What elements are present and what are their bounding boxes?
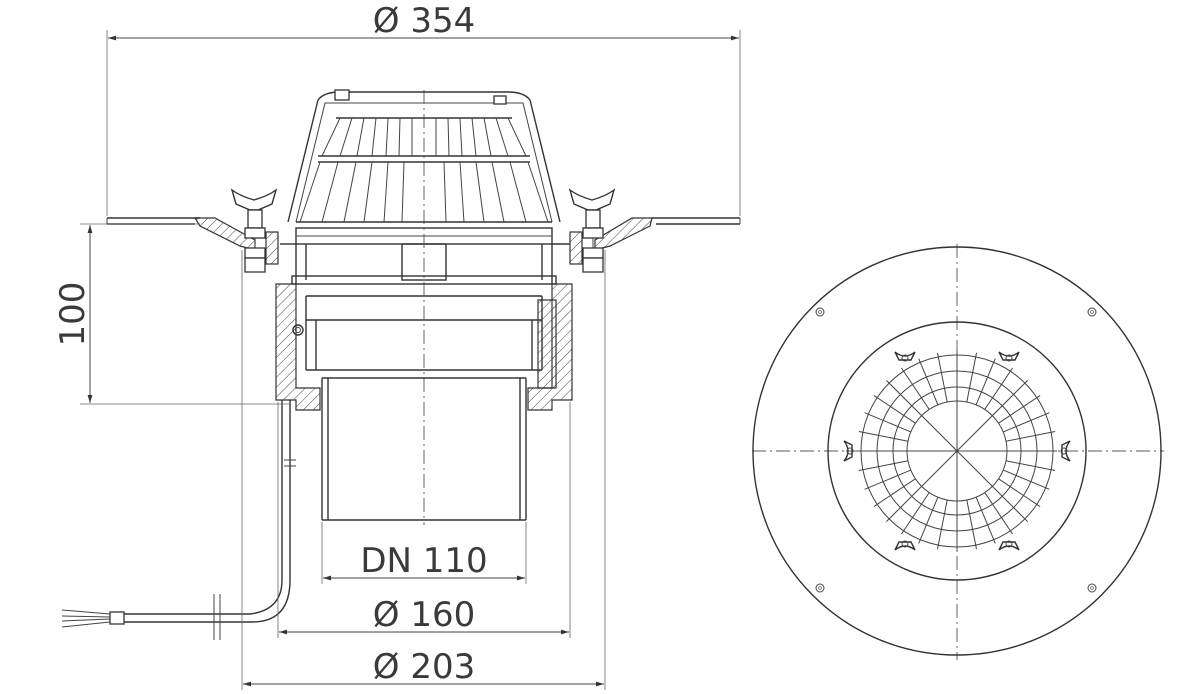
dimension-body-diameter: Ø 203	[241, 250, 606, 690]
grating-spoke	[956, 450, 1029, 523]
grating-spoke	[873, 478, 916, 508]
body-diameter-label: Ø 203	[373, 647, 475, 687]
grating-spoke	[864, 469, 911, 490]
overall-diameter-label: Ø 354	[373, 1, 475, 41]
plan-wing-nuts	[843, 351, 1071, 551]
height-label: 100	[53, 282, 93, 347]
grating-spoke	[885, 379, 958, 452]
grating-spoke	[918, 497, 939, 544]
grating-spoke	[937, 352, 948, 403]
grating-spoke	[984, 367, 1014, 410]
section-view: Ø 354 100 DN 110 Ø 160 Ø 203	[53, 1, 741, 690]
grating-spoke	[858, 460, 909, 471]
grating-spoke	[975, 497, 996, 544]
grating-spoke	[998, 394, 1041, 424]
drain-body	[275, 283, 573, 411]
grating-spoke	[966, 352, 977, 403]
grating-spoke	[1003, 469, 1050, 490]
dimension-outlet-diameter: Ø 160	[277, 402, 571, 638]
heating-cable	[61, 400, 296, 640]
plan-grating	[857, 351, 1057, 551]
grating-spoke	[1005, 460, 1056, 471]
dimension-overall-diameter: Ø 354	[106, 1, 741, 216]
plan-clamp-ring	[827, 321, 1087, 581]
dimension-height: 100	[53, 223, 290, 405]
plan-flange-holes	[815, 307, 1097, 593]
grating-spoke	[900, 492, 930, 535]
clamp-ring	[280, 227, 570, 285]
grating-spoke	[998, 478, 1041, 508]
grating-spoke	[937, 499, 948, 550]
leaf-guard-dome	[287, 89, 561, 223]
dimension-pipe-size: DN 110	[321, 522, 527, 584]
grating-spoke	[918, 358, 939, 405]
outlet-pipe	[321, 377, 527, 521]
grating-spoke	[885, 450, 958, 523]
grating-spoke	[966, 499, 977, 550]
plan-view	[752, 244, 1164, 660]
pipe-size-label: DN 110	[360, 541, 487, 581]
grating-spoke	[1005, 431, 1056, 442]
grating-spoke	[864, 412, 911, 433]
plan-outer-flange	[752, 246, 1162, 656]
wing-nut-right	[568, 188, 616, 273]
grating-spoke	[873, 394, 916, 424]
grating-spoke	[975, 358, 996, 405]
grating-spoke	[956, 379, 1029, 452]
outlet-diameter-label: Ø 160	[373, 595, 475, 635]
wing-nut-left	[230, 188, 279, 273]
grating-spoke	[984, 492, 1014, 535]
grating-spoke	[858, 431, 909, 442]
grating-spoke	[900, 367, 930, 410]
roof-flange	[106, 217, 741, 251]
grating-spoke	[1003, 412, 1050, 433]
